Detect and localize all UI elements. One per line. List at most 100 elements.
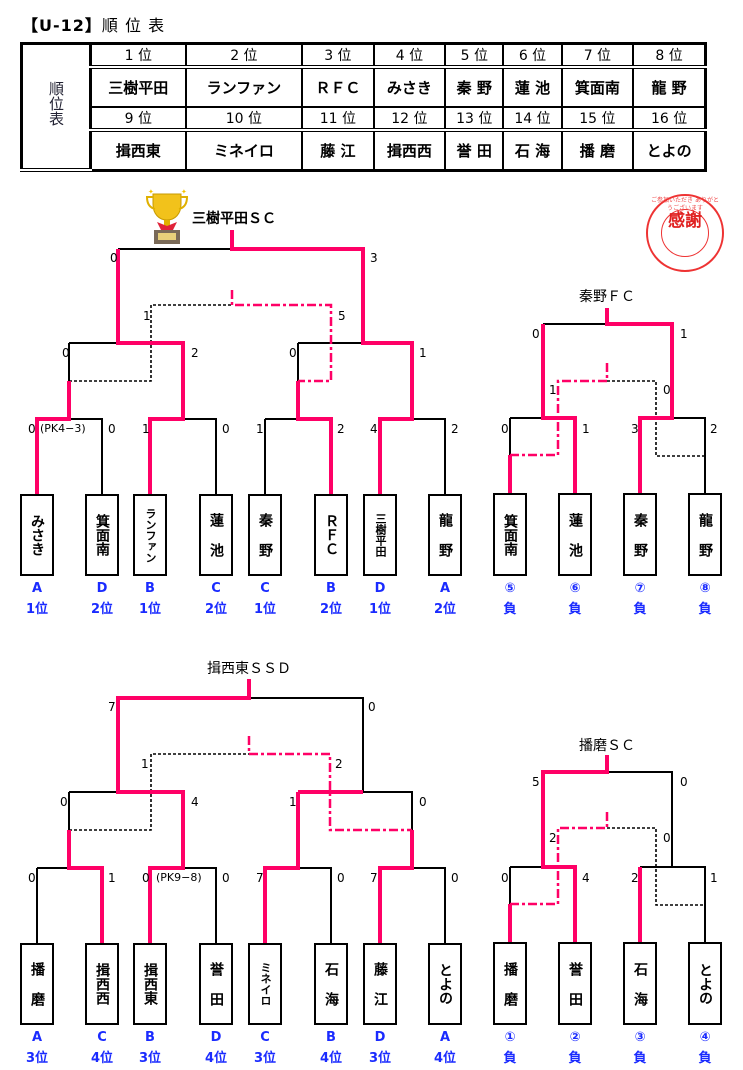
team-group-label: A xyxy=(31,581,43,596)
team-rank-label: 4位 xyxy=(204,1051,228,1066)
score: 1 xyxy=(710,871,718,885)
thanks-stamp: 感謝 ご参加いただき ありがとうございます xyxy=(646,194,724,272)
place: 6 位 xyxy=(502,42,563,69)
team-rank-label: 2位 xyxy=(319,602,343,617)
score: 0 xyxy=(368,700,376,714)
team-group-label: C xyxy=(211,581,221,596)
team-group-label: B xyxy=(145,1030,155,1045)
team-group-label: D xyxy=(96,581,108,596)
ranked-team: 揖西西 xyxy=(372,129,447,171)
place: 10 位 xyxy=(184,106,304,132)
bracket-line xyxy=(35,381,71,494)
score: 1 xyxy=(549,383,557,397)
bracket-line xyxy=(230,230,414,494)
team-box: 播 磨 xyxy=(493,942,527,1025)
score: 4 xyxy=(582,871,590,885)
team-box: 箕面南 xyxy=(85,494,119,576)
team-rank-label: 3位 xyxy=(368,1051,392,1066)
team-box: みさき xyxy=(20,494,54,576)
team-box: 揖西東 xyxy=(133,943,167,1025)
bracket-line xyxy=(380,867,446,943)
score: 0 xyxy=(108,422,116,436)
team-rank-label: 負 xyxy=(503,602,517,617)
team-rank-label: 4位 xyxy=(433,1051,457,1066)
score: 7 xyxy=(370,871,378,885)
team-box: 秦 野 xyxy=(623,493,657,576)
place: 2 位 xyxy=(184,42,304,69)
team-box: 蓮 池 xyxy=(199,494,233,576)
place: 11 位 xyxy=(301,106,375,132)
team-box: 三樹平田 xyxy=(363,494,397,576)
score: 3 xyxy=(631,422,639,436)
team-box: 箕面南 xyxy=(493,493,527,576)
bracket-line xyxy=(116,679,251,943)
score: 1 xyxy=(108,871,116,885)
team-box: 秦 野 xyxy=(248,494,282,576)
team-group-label: C xyxy=(260,1030,270,1045)
team-rank-label: 2位 xyxy=(90,602,114,617)
score: 0 xyxy=(28,871,36,885)
score: 7 xyxy=(256,871,264,885)
team-group-label: B xyxy=(145,581,155,596)
team-rank-label: 負 xyxy=(633,602,647,617)
team-box: とよの xyxy=(428,943,462,1025)
champion-label: 播磨ＳＣ xyxy=(579,738,635,754)
team-rank-label: 2位 xyxy=(204,602,228,617)
team-rank-label: 3位 xyxy=(138,1051,162,1066)
team-box: 藤 江 xyxy=(363,943,397,1025)
team-group-label: ⑦ xyxy=(634,581,646,596)
bracket-line xyxy=(265,867,332,943)
score: 1 xyxy=(141,757,149,771)
place: 13 位 xyxy=(444,106,505,132)
team-box: ミネイロ xyxy=(248,943,282,1025)
place: 5 位 xyxy=(444,42,505,69)
ranked-team: 石 海 xyxy=(502,129,563,171)
ranked-team: 揖西東 xyxy=(89,129,187,171)
place: 16 位 xyxy=(632,106,707,132)
team-group-label: ③ xyxy=(634,1030,646,1045)
score: 2 xyxy=(451,422,459,436)
place: 4 位 xyxy=(372,42,447,69)
team-box: ＲＦＣ xyxy=(314,494,348,576)
bracket-line xyxy=(263,792,300,943)
score: 4 xyxy=(370,422,378,436)
score: 1 xyxy=(143,309,151,323)
team-box: 播 磨 xyxy=(20,943,54,1025)
ranked-team: 蓮 池 xyxy=(502,66,563,108)
team-rank-label: 2位 xyxy=(433,602,457,617)
score: 0 xyxy=(663,383,671,397)
champion-label: 三樹平田ＳＣ xyxy=(192,211,276,227)
svg-text:✦: ✦ xyxy=(148,188,154,196)
team-rank-label: 負 xyxy=(698,602,712,617)
score: (PK9−8) xyxy=(156,871,202,884)
ranked-team: 播 磨 xyxy=(560,129,635,171)
team-group-label: A xyxy=(439,1030,451,1045)
team-rank-label: 負 xyxy=(568,1051,582,1066)
team-box: 龍 野 xyxy=(688,493,722,576)
place: 12 位 xyxy=(372,106,447,132)
team-group-label: B xyxy=(326,1030,336,1045)
score: 0 xyxy=(222,422,230,436)
score: 0 xyxy=(60,795,68,809)
team-rank-label: 負 xyxy=(568,602,582,617)
score: 2 xyxy=(549,831,557,845)
team-group-label: D xyxy=(210,1030,222,1045)
bracket-line xyxy=(510,362,609,457)
team-box: 石 海 xyxy=(623,942,657,1025)
team-group-label: D xyxy=(374,581,386,596)
score: 7 xyxy=(108,700,116,714)
score: 1 xyxy=(256,422,264,436)
svg-text:✦: ✦ xyxy=(181,188,187,196)
score: 2 xyxy=(337,422,345,436)
team-group-label: C xyxy=(260,581,270,596)
team-group-label: A xyxy=(31,1030,43,1045)
bracket-line xyxy=(607,827,705,906)
score: 0 xyxy=(28,422,36,436)
ranked-team: とよの xyxy=(632,129,707,171)
place: 8 位 xyxy=(632,42,707,69)
ranked-team: 三樹平田 xyxy=(89,66,187,108)
team-group-label: D xyxy=(374,1030,386,1045)
bracket-line xyxy=(605,308,674,493)
team-group-label: ⑤ xyxy=(504,581,516,596)
